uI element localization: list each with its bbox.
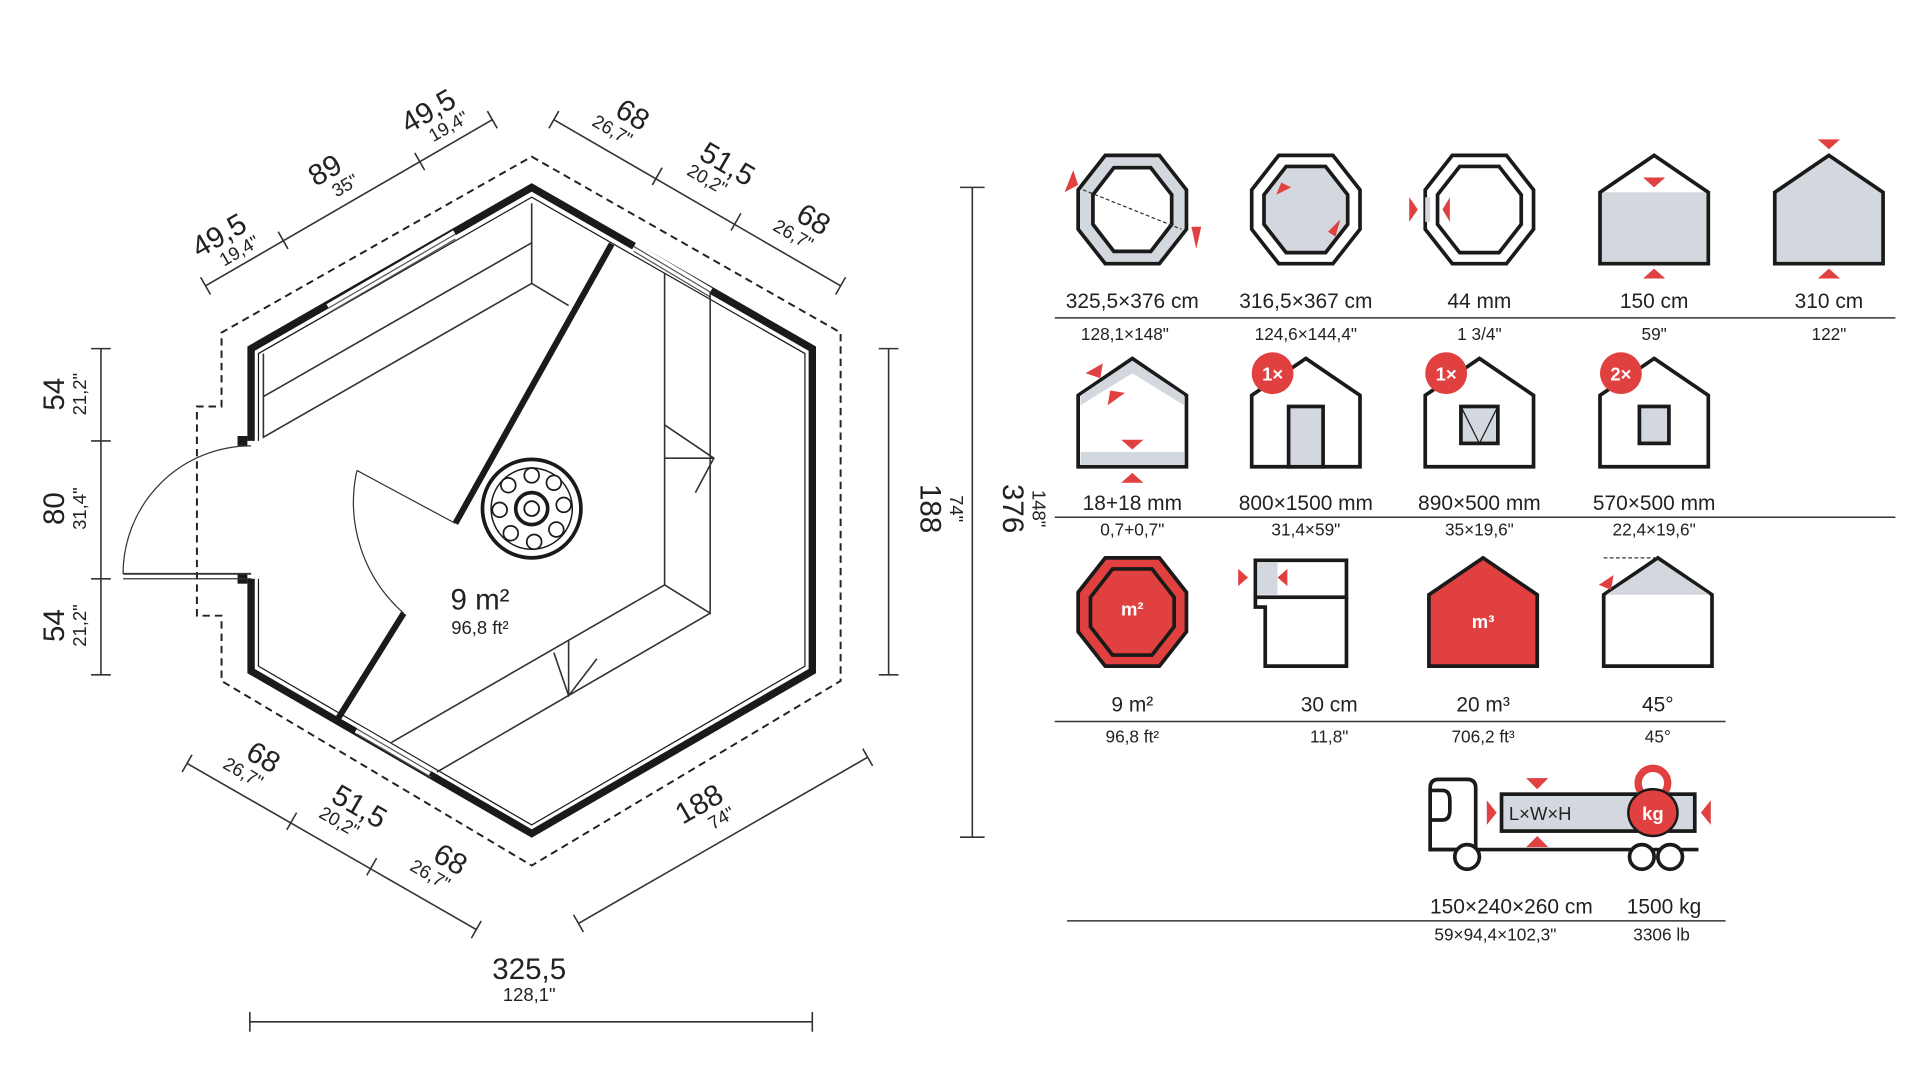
spec-sub: 31,4×59" (1271, 520, 1340, 540)
icon-glyph: kg (1642, 803, 1664, 824)
volume-icon: m³ (1427, 555, 1540, 668)
dim-value: 54 (38, 378, 71, 411)
fixed-window-icon: 2× (1598, 352, 1711, 469)
spec-value: 1500 kg (1627, 896, 1701, 919)
dim-value-imperial: 74" (946, 495, 967, 522)
spec-sub: 22,4×19,6" (1613, 520, 1696, 540)
spec-value: 325,5×376 cm (1066, 290, 1199, 313)
dim-value: 54 (38, 609, 71, 642)
spec-value: 9 m² (1111, 694, 1153, 717)
dim-value-imperial: 148" (1029, 490, 1050, 527)
outer-dimensions-icon (1064, 153, 1202, 266)
spec-sub: 59×94,4×102,3" (1434, 925, 1556, 945)
spec-value: 20 m³ (1456, 694, 1509, 717)
floor-area-icon: m² (1076, 556, 1189, 668)
spec-value: 316,5×367 cm (1239, 290, 1372, 313)
dim-value: 376 (996, 484, 1029, 533)
dim-value: 188 (914, 484, 947, 533)
quantity-badge-text: 1× (1262, 364, 1283, 385)
icon-glyph: m³ (1472, 611, 1495, 632)
truck-icon: L×W×H kg (1428, 764, 1711, 872)
dim-value-imperial: 21,2" (69, 604, 90, 646)
partition-wall (452, 242, 615, 525)
roof-floor-thickness-icon (1076, 356, 1189, 483)
spec-value: 150×240×260 cm (1430, 896, 1593, 919)
spec-sub: 35×19,6" (1445, 520, 1514, 540)
quantity-badge-text: 1× (1436, 364, 1457, 385)
spec-sub: 1 3/4" (1457, 324, 1501, 344)
spec-value: 800×1500 mm (1239, 492, 1373, 515)
ridge-height-icon (1772, 139, 1885, 279)
dim-value: 325,5 (492, 953, 566, 986)
quantity-badge-text: 2× (1610, 364, 1631, 385)
floor-area-imperial: 96,8 ft² (451, 617, 508, 638)
floor-plan: 9 m² 96,8 ft² (122, 155, 842, 867)
roof-overhang-icon (1238, 558, 1349, 668)
spec-sub: 122" (1812, 324, 1847, 344)
quantity-badge (1600, 352, 1642, 395)
dim-value-imperial: 21,2" (69, 373, 90, 415)
spec-value: 18+18 mm (1083, 492, 1182, 515)
spec-sub: 59" (1642, 324, 1667, 344)
spec-value: 310 cm (1795, 290, 1864, 313)
spec-value: 150 cm (1620, 290, 1689, 313)
door-icon: 1× (1249, 352, 1362, 469)
roof-outline (195, 155, 842, 867)
tilt-window-icon: 1× (1423, 352, 1536, 469)
inner-door-swing (352, 470, 405, 614)
spec-sub: 11,8" (1310, 726, 1348, 746)
icon-glyph: m² (1121, 599, 1144, 620)
wall-height-icon (1598, 153, 1711, 279)
spec-value: 890×500 mm (1418, 492, 1541, 515)
outer-wall (247, 183, 816, 838)
spec-value: 45° (1642, 694, 1674, 717)
dim-value-imperial: 128,1" (503, 984, 556, 1005)
spec-panel: 325,5×376 cm 316,5×367 cm 44 mm 150 cm 3… (1054, 139, 1896, 945)
bench (262, 203, 715, 773)
floor-area-label: 9 m² (450, 584, 509, 617)
roof-pitch-icon (1598, 555, 1714, 668)
spec-sub: 706,2 ft³ (1451, 726, 1514, 746)
spec-value: 570×500 mm (1593, 492, 1716, 515)
spec-sub: 128,1×148" (1081, 324, 1169, 344)
dim-value-imperial: 31,4" (69, 487, 90, 529)
spec-value: 30 cm (1301, 694, 1358, 717)
spec-value: 44 mm (1447, 290, 1511, 313)
spec-sub: 3306 lb (1633, 925, 1690, 945)
partition-wall (335, 611, 407, 720)
wall-thickness-icon (1409, 153, 1536, 266)
inner-dimensions-icon (1249, 153, 1362, 266)
stove-icon (480, 457, 583, 560)
entrance-door (122, 436, 252, 584)
spec-sub: 96,8 ft² (1106, 726, 1160, 746)
icon-glyph: L×W×H (1509, 803, 1572, 824)
spec-sub: 124,6×144,4" (1255, 324, 1357, 344)
spec-sub: 45° (1645, 726, 1671, 746)
spec-sub: 0,7+0,7" (1100, 520, 1164, 540)
quantity-badge (1251, 352, 1294, 395)
weight-icon: kg (1627, 764, 1679, 838)
dim-value: 80 (38, 492, 71, 525)
quantity-badge (1425, 352, 1468, 395)
dimension-lines (91, 110, 985, 1032)
